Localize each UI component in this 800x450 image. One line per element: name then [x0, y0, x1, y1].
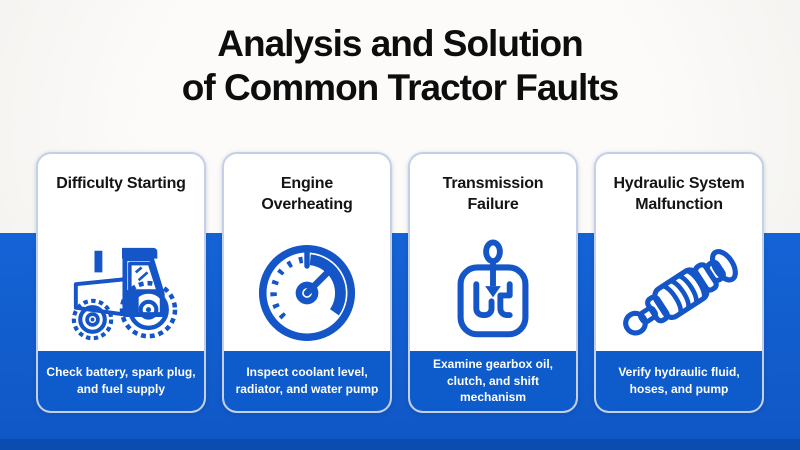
gear-shift-icon: [410, 234, 576, 351]
fault-cards-row: Difficulty Starting: [0, 152, 800, 413]
card-engine-overheating: Engine Overheating Inspect coolant level…: [222, 152, 392, 413]
page-title-line2: of Common Tractor Faults: [181, 67, 619, 109]
card-tip: Check battery, spark plug, and fuel supp…: [38, 351, 204, 411]
hydraulic-cylinder-icon: [596, 234, 762, 351]
card-tip: Examine gearbox oil, clutch, and shift m…: [410, 351, 576, 411]
card-heading: Hydraulic System Malfunction: [613, 175, 745, 214]
tractor-icon: [38, 234, 204, 351]
gauge-icon: [224, 234, 390, 351]
card-tip: Verify hydraulic fluid, hoses, and pump: [596, 351, 762, 411]
page-title-line1: Analysis and Solution: [217, 23, 584, 64]
card-hydraulic-malfunction: Hydraulic System Malfunction: [594, 152, 764, 413]
page-title: Analysis and Solution of Common Tractor …: [0, 22, 800, 111]
card-heading: Transmission Failure: [442, 175, 544, 214]
card-transmission-failure: Transmission Failure Examine gearbox oil…: [408, 152, 578, 413]
card-heading: Engine Overheating: [261, 175, 353, 214]
card-tip: Inspect coolant level, radiator, and wat…: [224, 351, 390, 411]
card-difficulty-starting: Difficulty Starting: [36, 152, 206, 413]
bottom-dark-strip: [0, 439, 800, 450]
tractor-exhaust: [94, 250, 103, 272]
card-heading: Difficulty Starting: [56, 175, 186, 192]
